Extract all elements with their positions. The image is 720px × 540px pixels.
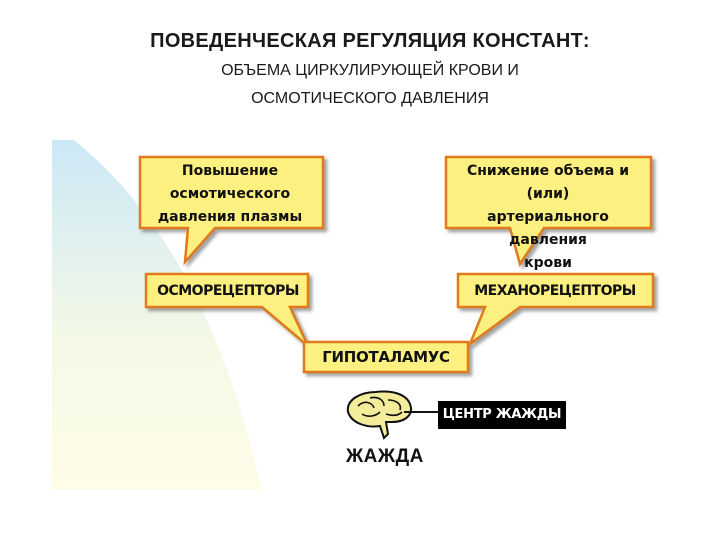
volume-line-3: крови xyxy=(524,255,572,271)
mechanoreceptors-label: МЕХАНОРЕЦЕПТОРЫ xyxy=(474,283,636,299)
hypothalamus-label: ГИПОТАЛАМУС xyxy=(322,348,450,366)
page-title: ПОВЕДЕНЧЕСКАЯ РЕГУЛЯЦИЯ КОНСТАНТ: xyxy=(150,30,590,52)
callout-volume xyxy=(444,155,653,267)
osmotic-line-1: Повышение xyxy=(181,163,279,179)
thirst-center-label: ЦЕНТР ЖАЖДЫ xyxy=(438,401,566,429)
osmotic-pressure-box: Повышение осмотического давления плазмы xyxy=(140,160,320,229)
callout-mechanoreceptors xyxy=(456,272,655,348)
brain-icon xyxy=(346,390,438,440)
osmotic-line-3: давления плазмы xyxy=(157,209,303,225)
osmotic-line-2: осмотического xyxy=(169,186,291,202)
volume-line-1: Снижение объема и (или) xyxy=(466,163,630,202)
volume-line-2: артериального давления xyxy=(487,209,609,248)
thirst-label: ЖАЖДА xyxy=(346,446,424,467)
background-gradient-panel xyxy=(52,140,262,490)
callout-osmotic xyxy=(138,155,325,266)
box-hypothalamus xyxy=(302,340,470,374)
volume-decrease-box: Снижение объема и (или) артериального да… xyxy=(448,160,648,275)
callout-osmoreceptors xyxy=(144,272,310,347)
osmoreceptors-label: ОСМОРЕЦЕПТОРЫ xyxy=(157,283,299,299)
page-subtitle-line-1: ОБЪЕМА ЦИРКУЛИРУЮЩЕЙ КРОВИ И xyxy=(221,62,519,79)
page-subtitle-line-2: ОСМОТИЧЕСКОГО ДАВЛЕНИЯ xyxy=(251,90,489,107)
